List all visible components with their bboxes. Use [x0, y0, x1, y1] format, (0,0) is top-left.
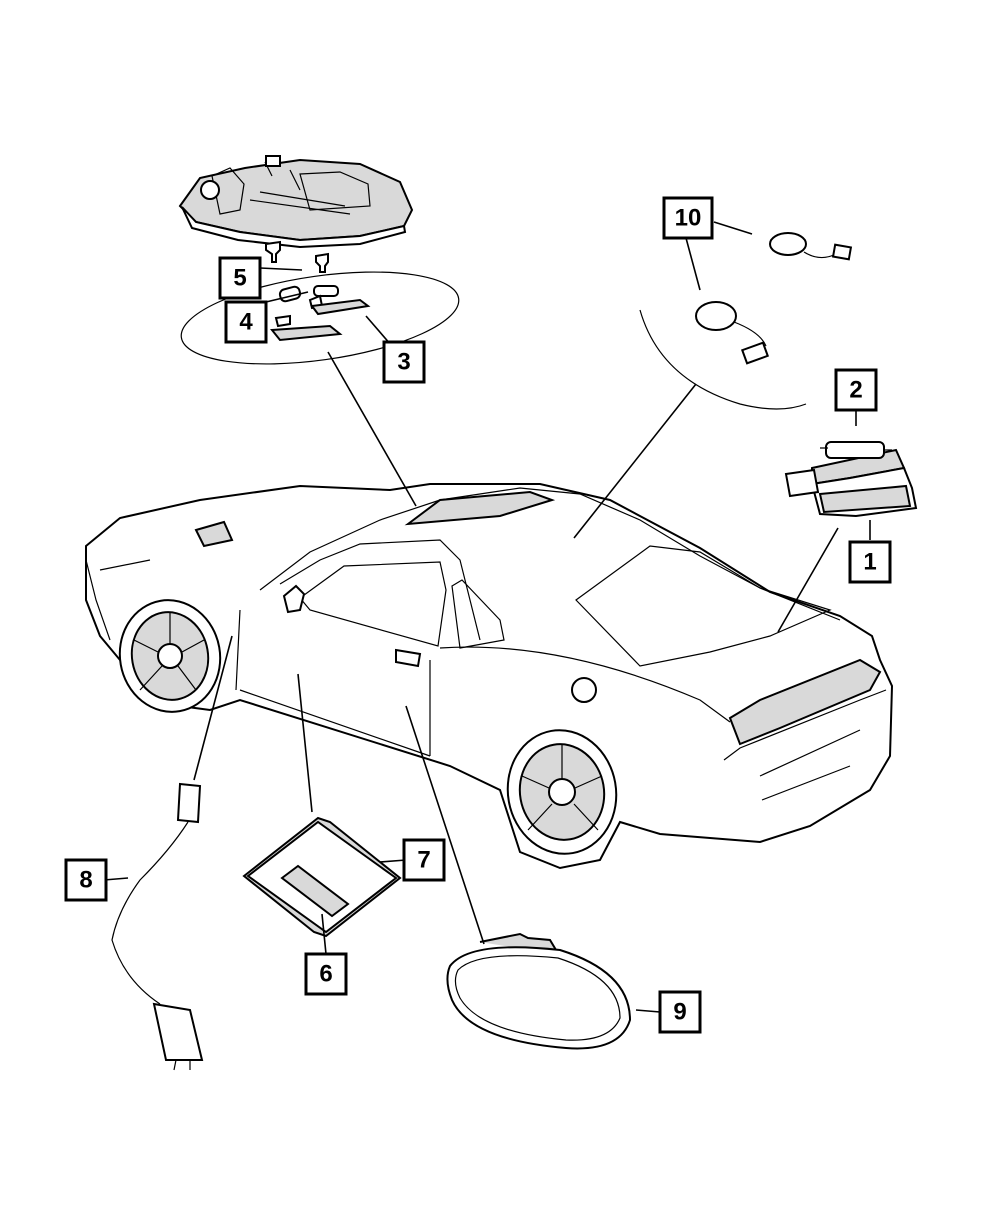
- lens-part-6: [280, 864, 350, 918]
- lens-part-3: [270, 298, 371, 342]
- callout-9: 9: [658, 990, 702, 1034]
- callout-7-label: 7: [417, 847, 430, 874]
- cargo-lamp-part-1: [784, 448, 918, 518]
- callout-10: 10: [662, 196, 714, 240]
- callout-4-label: 4: [239, 309, 253, 336]
- callout-6: 6: [304, 952, 348, 996]
- lens-part-9: [446, 932, 632, 1050]
- callout-8: 8: [64, 858, 108, 902]
- overhead-console: [178, 155, 414, 249]
- callout-1: 1: [848, 540, 892, 584]
- callout-10-label: 10: [675, 205, 702, 232]
- leader-lines: [103, 221, 871, 1013]
- console-group-outline: [180, 271, 460, 365]
- front-wheel: [118, 599, 222, 713]
- callout-1-label: 1: [863, 549, 876, 576]
- lamp-part-7: [242, 816, 402, 938]
- callout-5: 5: [218, 256, 262, 300]
- callout-2-label: 2: [849, 377, 862, 404]
- callout-4: 4: [224, 300, 268, 344]
- callout-3-label: 3: [397, 349, 410, 376]
- dome-lamp-part-10: [695, 232, 853, 365]
- wire-harness-part-8: [111, 782, 204, 1071]
- callout-2: 2: [834, 368, 878, 412]
- bulb-part-2: [820, 441, 892, 459]
- bulb-part-5: [265, 240, 329, 273]
- callout-3: 3: [382, 340, 426, 384]
- callout-5-label: 5: [233, 265, 246, 292]
- callout-9-label: 9: [673, 999, 686, 1026]
- dome-group-outline: [639, 309, 807, 410]
- rear-wheel: [506, 729, 618, 855]
- callout-6-label: 6: [319, 961, 332, 988]
- callout-8-label: 8: [79, 867, 92, 894]
- callout-7: 7: [402, 838, 446, 882]
